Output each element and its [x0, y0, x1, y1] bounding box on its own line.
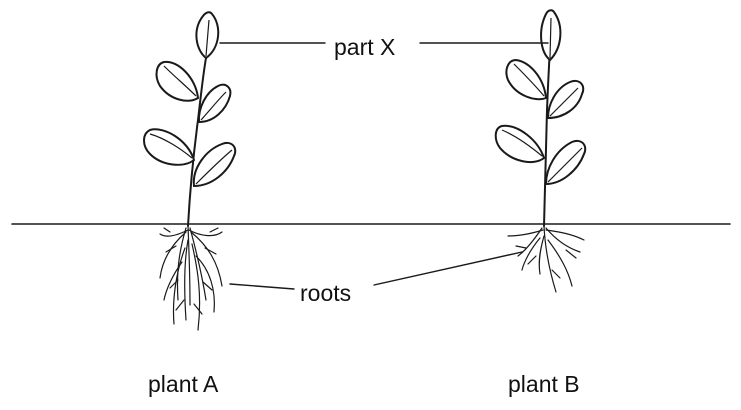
plant-b-label: plant B: [508, 371, 580, 397]
plant-a: [144, 12, 235, 330]
plant-b-leaf-right-upper: [548, 81, 583, 118]
roots-leader-right: [374, 252, 522, 285]
plant-a-top-leaf: [196, 12, 218, 58]
plant-b-leaf-left-upper: [506, 60, 546, 99]
plant-a-leaf-right-upper: [199, 85, 230, 122]
plant-b-roots: [508, 226, 584, 292]
plant-a-label: plant A: [148, 371, 219, 397]
plant-a-roots: [160, 226, 222, 330]
roots-leader-left: [230, 284, 294, 289]
plant-b-stem: [544, 48, 550, 226]
plant-b-leaf-right-lower: [546, 141, 585, 184]
plant-b: [496, 10, 586, 292]
part-x-label: part X: [334, 34, 395, 60]
plant-a-leaf-right-lower: [194, 143, 235, 186]
plant-a-leaf-left-lower: [144, 129, 194, 164]
roots-label: roots: [300, 280, 351, 306]
plant-b-top-leaf: [541, 10, 560, 60]
plant-a-leaf-left-upper: [157, 62, 198, 101]
plant-b-leaf-left-lower: [496, 126, 544, 162]
